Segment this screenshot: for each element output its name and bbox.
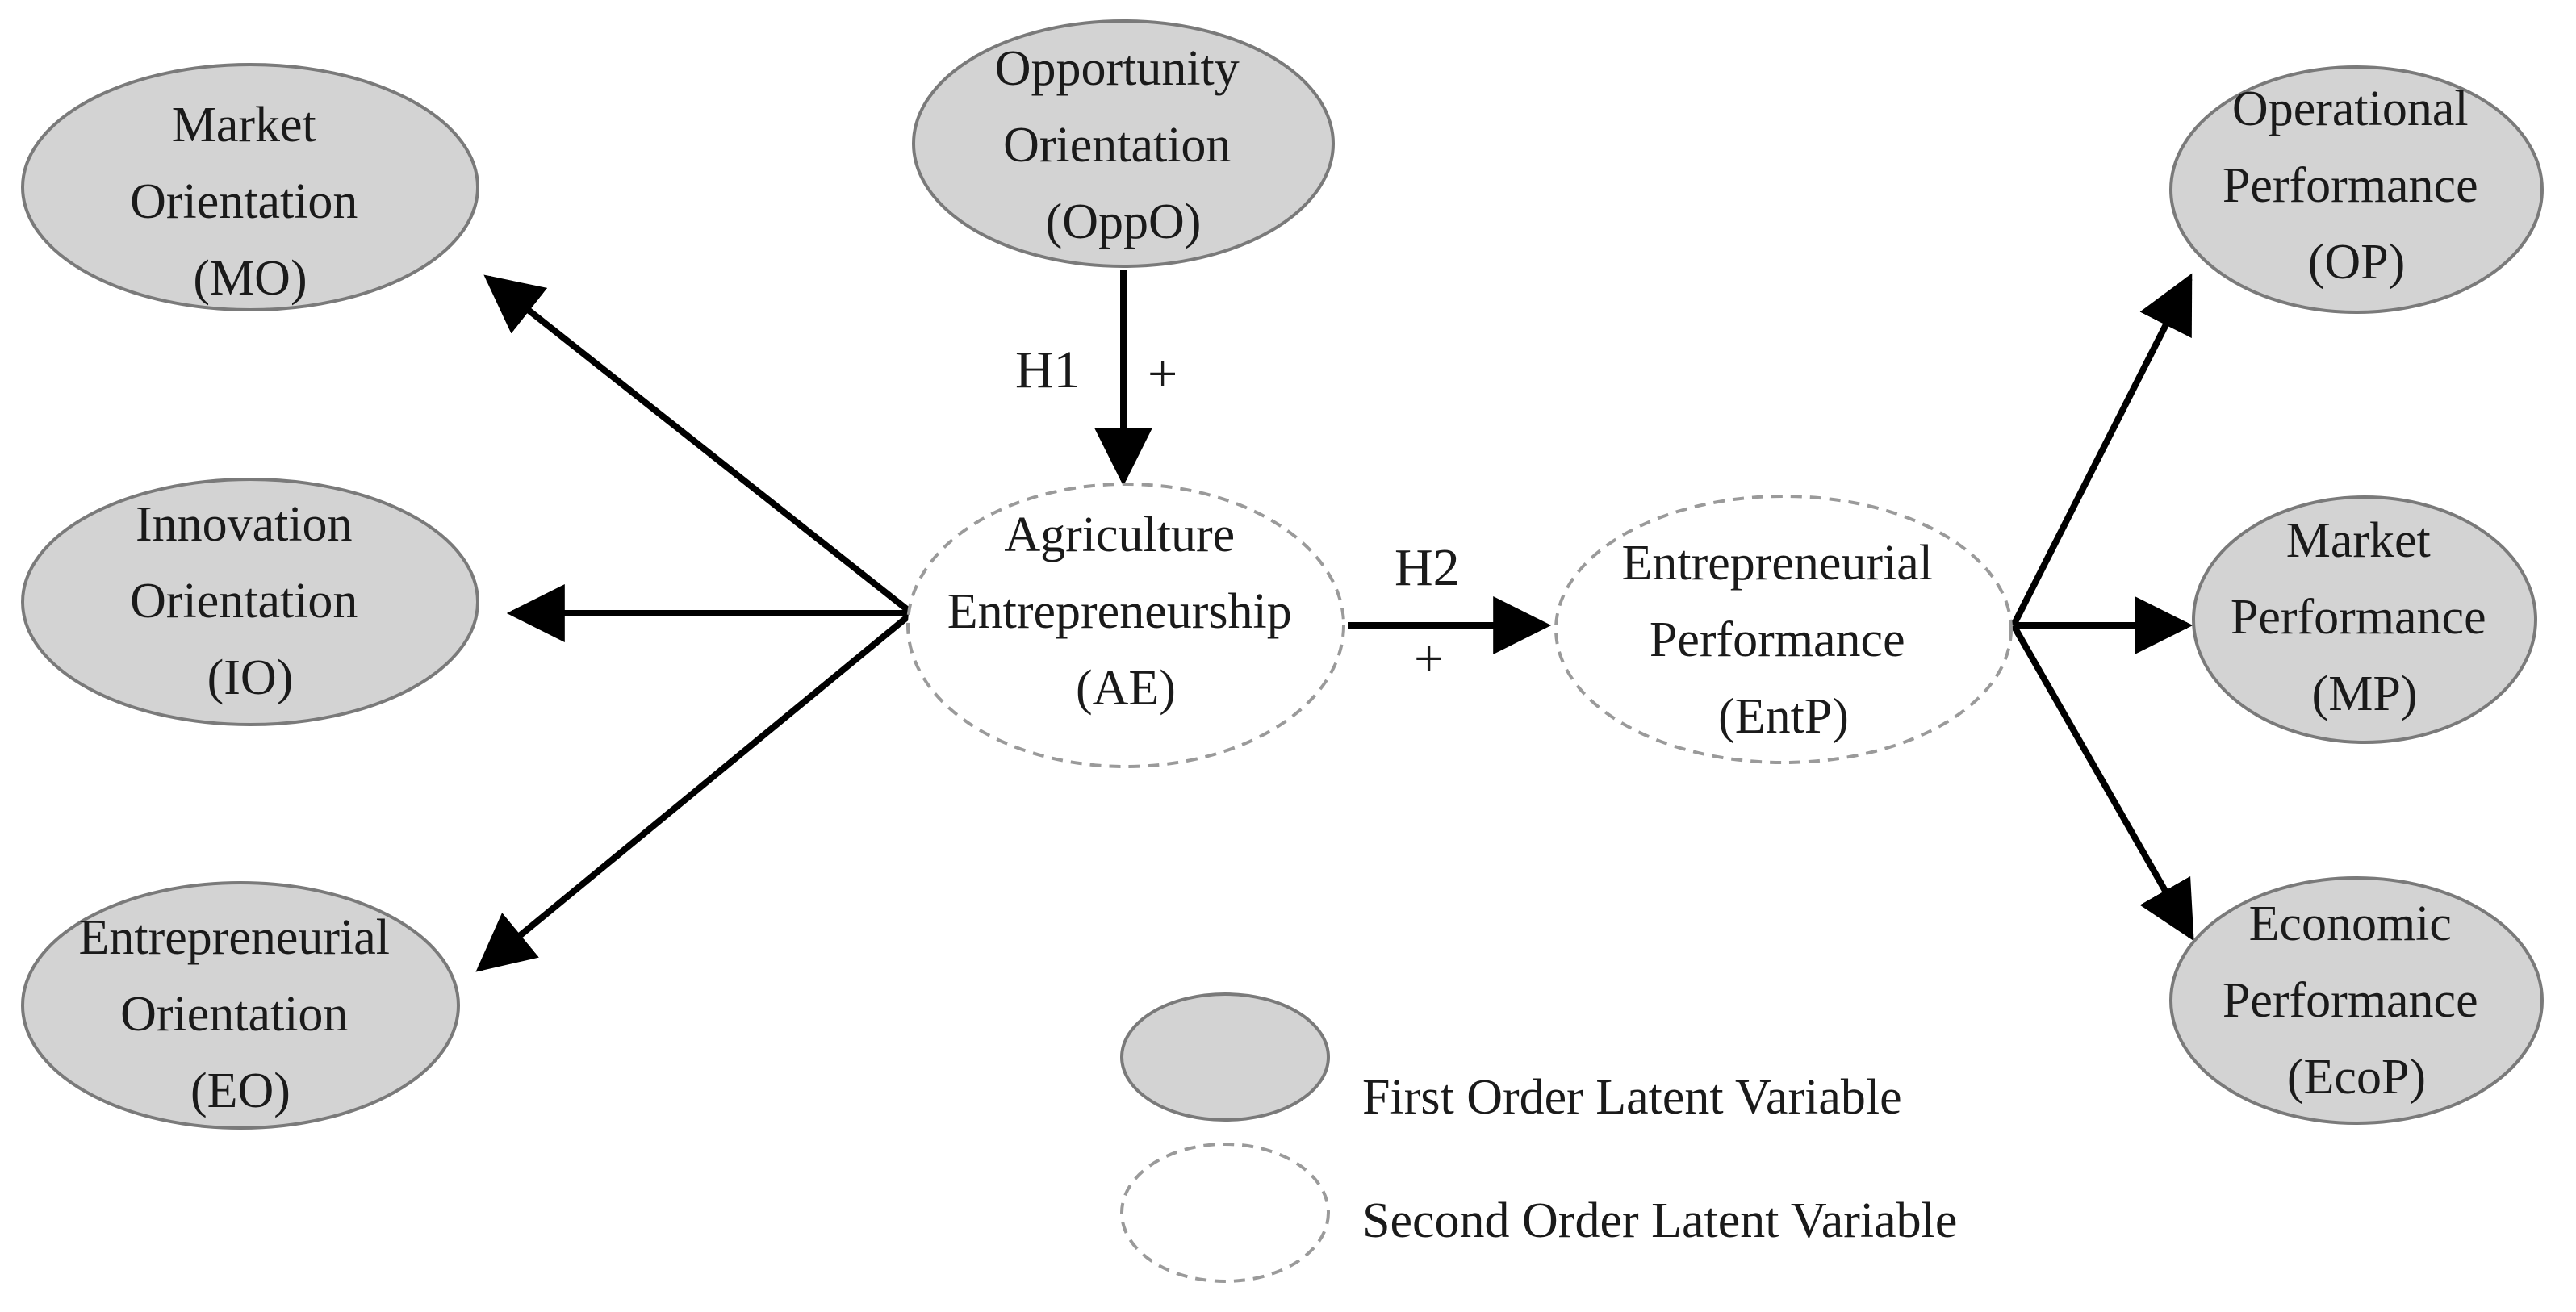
hypothesis-h1: H1 + (1015, 341, 1177, 403)
first-order-ellipse (2192, 495, 2537, 744)
node-oppo-label: Opportunity Orientation (OppO) (995, 41, 1252, 249)
arrow-entp-to-ecop (2010, 624, 2194, 942)
arrow-ae-to-mo (483, 274, 914, 616)
node-entp-line-2: Performance (1650, 612, 1905, 667)
legend-first-order-label: First Order Latent Variable (1362, 1070, 1902, 1125)
node-op-line-3: (OP) (2308, 235, 2406, 290)
node-entp-line-1: Entrepreneurial (1621, 536, 1933, 591)
node-mp-label: Market Performance (MP) (2231, 513, 2499, 721)
node-op-line-2: Performance (2223, 158, 2478, 213)
node-eo-label: Entrepreneurial Orientation (EO) (78, 910, 402, 1118)
node-oppo: Opportunity Orientation (OppO) (912, 19, 1335, 268)
node-eo-line-1: Entrepreneurial (78, 910, 390, 965)
node-entp: Entrepreneurial Performance (EntP) (1554, 495, 2013, 764)
node-oppo-line-3: (OppO) (1046, 194, 1202, 249)
node-op-label: Operational Performance (OP) (2223, 81, 2490, 290)
node-ecop: Economic Performance (EcoP) (2169, 876, 2544, 1125)
first-order-ellipse (912, 19, 1335, 268)
h1-label: H1 (1015, 341, 1081, 399)
node-eo-line-3: (EO) (190, 1063, 291, 1118)
first-order-ellipse (21, 478, 479, 726)
node-ae: Agriculture Entrepreneurship (AE) (906, 483, 1345, 768)
first-order-ellipse (2169, 65, 2544, 314)
node-entp-label: Entrepreneurial Performance (EntP) (1621, 536, 1945, 744)
legend-second-order-label: Second Order Latent Variable (1362, 1193, 1957, 1248)
node-ecop-label: Economic Performance (EcoP) (2223, 896, 2490, 1105)
node-mo-line-2: Orientation (130, 174, 358, 229)
first-order-ellipse (21, 63, 479, 311)
hypothesis-h2: H2 + (1395, 538, 1460, 688)
second-order-ellipse (906, 483, 1345, 768)
node-oppo-line-2: Orientation (1003, 118, 1231, 173)
node-io-line-1: Innovation (136, 497, 353, 552)
node-op: Operational Performance (OP) (2169, 65, 2544, 314)
h2-label: H2 (1395, 538, 1460, 597)
node-oppo-line-1: Opportunity (995, 41, 1240, 96)
node-ae-line-2: Entrepreneurship (947, 584, 1292, 639)
h1-sign: + (1148, 345, 1177, 403)
node-mo-line-1: Market (172, 98, 316, 153)
node-op-line-1: Operational (2232, 81, 2469, 136)
node-ae-line-3: (AE) (1076, 661, 1176, 716)
node-io-line-2: Orientation (130, 574, 358, 629)
node-ecop-line-3: (EcoP) (2287, 1050, 2426, 1105)
first-order-ellipse (2169, 876, 2544, 1125)
node-eo: Entrepreneurial Orientation (EO) (21, 881, 460, 1130)
node-mp-line-1: Market (2286, 513, 2431, 568)
node-io-label: Innovation Orientation (IO) (130, 497, 370, 705)
node-mo-label: Market Orientation (MO) (130, 98, 370, 306)
node-ecop-line-1: Economic (2249, 896, 2452, 951)
arrow-entp-to-op (2010, 273, 2193, 627)
second-order-ellipse (1554, 495, 2013, 764)
node-mp-line-2: Performance (2231, 590, 2486, 645)
h2-sign: + (1414, 629, 1444, 688)
arrow-ae-to-eo (475, 610, 914, 972)
node-ae-line-1: Agriculture (1004, 508, 1235, 562)
node-ecop-line-2: Performance (2223, 973, 2478, 1028)
first-order-ellipse (21, 881, 460, 1130)
arrows (475, 270, 2194, 972)
legend-first-order-swatch (1120, 992, 1330, 1122)
node-io: Innovation Orientation (IO) (21, 478, 479, 726)
legend-second-order-swatch (1120, 1143, 1330, 1283)
node-mp-line-3: (MP) (2312, 666, 2418, 721)
node-mo: Market Orientation (MO) (21, 63, 479, 311)
node-mo-line-3: (MO) (193, 251, 307, 306)
node-io-line-3: (IO) (207, 650, 294, 705)
node-ae-label: Agriculture Entrepreneurship (AE) (947, 508, 1304, 716)
node-mp: Market Performance (MP) (2192, 495, 2537, 744)
legend: First Order Latent Variable Second Order… (1120, 992, 1957, 1283)
node-eo-line-2: Orientation (120, 987, 348, 1042)
node-entp-line-3: (EntP) (1718, 689, 1849, 744)
